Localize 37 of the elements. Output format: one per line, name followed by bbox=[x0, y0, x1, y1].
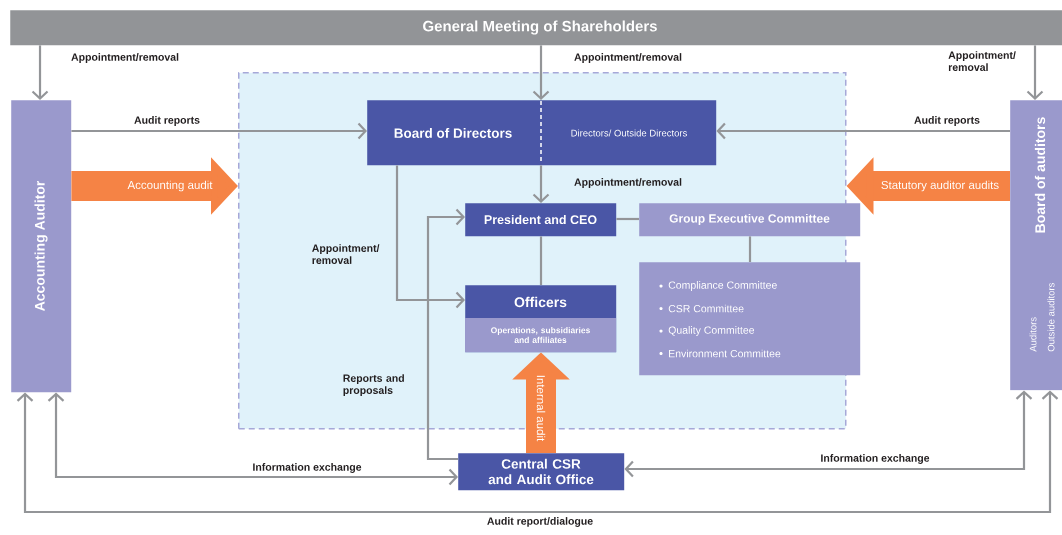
arrow bbox=[395, 165, 465, 309]
connector-line bbox=[539, 236, 543, 285]
board-box: Board of Directors Directors/ Outside Directors bbox=[367, 100, 717, 166]
arrow bbox=[716, 122, 1010, 140]
edge-label: Appointment/removal bbox=[71, 53, 179, 63]
arrow bbox=[426, 208, 465, 461]
meeting-band: General Meeting of Shareholders bbox=[10, 10, 1062, 46]
edge-label: Audit report/dialogue bbox=[487, 517, 593, 527]
auditors-bar: Board of auditors Auditors Outside auditors bbox=[1010, 100, 1062, 391]
edge-label: Appointment/ removal bbox=[312, 244, 380, 264]
arrow bbox=[532, 45, 550, 100]
edge-label: Internal audit bbox=[536, 375, 546, 442]
edge-label: Reports and proposals bbox=[343, 374, 404, 397]
president-box: President and CEO bbox=[465, 203, 617, 237]
arrow bbox=[1026, 45, 1044, 100]
officers-box: Officers Operations, subsidiaries and affiliates bbox=[465, 285, 617, 353]
connector-line bbox=[616, 217, 639, 221]
committee-list-box: Compliance Committee CSR Committee Quality Committee Environment Committee bbox=[639, 262, 861, 376]
edge-label: Appointment/removal bbox=[574, 53, 682, 63]
arrow bbox=[31, 45, 49, 100]
edge-label: Appointment/removal bbox=[574, 178, 682, 188]
connector-line bbox=[748, 236, 752, 262]
committee-box: Group Executive Committee bbox=[639, 203, 861, 237]
audit-office-box: Central CSR and Audit Office bbox=[458, 453, 625, 491]
edge-label: Appointment/ removal bbox=[948, 51, 1016, 71]
arrow bbox=[16, 390, 1059, 514]
edge-label: Audit reports bbox=[914, 116, 980, 126]
arrow bbox=[624, 390, 1033, 478]
edge-label: Audit reports bbox=[134, 116, 200, 126]
auditor-bar: Accounting Auditor bbox=[11, 100, 72, 393]
edge-label: Statutory auditor audits bbox=[881, 180, 999, 192]
arrow bbox=[47, 392, 458, 486]
edge-label: Information exchange bbox=[253, 463, 362, 473]
edge-label: Accounting audit bbox=[127, 180, 213, 192]
arrow bbox=[71, 122, 367, 140]
edge-label: Information exchange bbox=[821, 454, 930, 464]
arrow bbox=[532, 165, 550, 203]
